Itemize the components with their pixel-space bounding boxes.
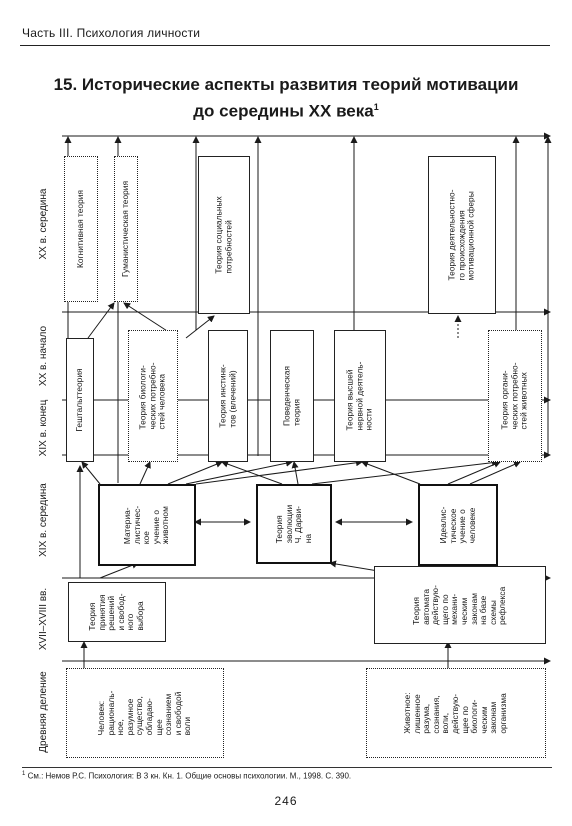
box-automaton-theory: Теория автомата действую- щего по механи… — [374, 566, 546, 644]
flow-arrow — [221, 460, 283, 485]
era-label-19-century-middle: XIX в. середина — [38, 483, 49, 557]
flow-arrow — [311, 459, 499, 485]
box-human-rational: Человек: рациональ- ное, разумное сущест… — [66, 668, 224, 758]
era-label-20-century-start: XX в. начало — [38, 325, 49, 387]
flow-arrow — [139, 461, 151, 485]
flow-arrow — [195, 459, 363, 485]
box-materialist-doctrine: Материа- листичес- кое учение о животном — [98, 484, 196, 566]
box-biological-needs-human-theory: Теория биологи- ческих потребно- стей че… — [128, 330, 178, 462]
box-animal-no-reason: Животное: лишенное разума, сознания, вол… — [366, 668, 546, 758]
box-organic-needs-animals-theory: Теория органи- ческих потребно- стей жив… — [488, 330, 542, 462]
box-higher-nervous-activity-theory: Теория высшей нервной деятель- ности — [334, 330, 386, 462]
flow-arrow — [447, 461, 501, 485]
box-social-needs-theory: Теория социальных потребностей — [198, 156, 250, 314]
box-rational-choice-theory: Теория принятия решений и свобод- ного в… — [68, 582, 166, 642]
box-idealist-doctrine: Идеалис- тическое учение о человеке — [418, 484, 498, 566]
box-behaviorist-theory: Поведенческая теория — [270, 330, 314, 462]
box-gestalt-theory: Гештальттеория — [66, 338, 94, 462]
flow-arrow — [291, 461, 299, 485]
footnote-mark: 1 — [22, 771, 26, 777]
era-label-ancient: Древняя деление — [38, 671, 49, 753]
era-label-19-century-end: XIX в. конец — [38, 399, 49, 457]
page-title-line-1: 15. Исторические аспекты развития теорий… — [53, 75, 519, 94]
flow-arrow — [87, 302, 115, 339]
era-label-20-century-middle: XX в. середина — [38, 188, 49, 260]
flow-arrow — [167, 461, 223, 485]
footnote-text: См.: Немов Р.С. Психология: В 3 кн. Кн. … — [27, 771, 352, 781]
page-title-line-2: до середины XX века1 — [193, 101, 379, 121]
page-number: 246 — [274, 794, 298, 808]
box-darwin-evolution-theory: Теория эволюции Ч. Дарви- на — [256, 484, 332, 564]
box-cognitive-theory: Когнитивная теория — [64, 156, 98, 302]
box-instincts-theory: Теория инстинк- тов (влечений) — [208, 330, 248, 462]
flow-arrow — [469, 461, 521, 485]
box-activity-origin-motivation-theory: Теория деятельностно- го происхождения м… — [428, 156, 496, 314]
era-label-17-18-century: XVII–XVIII вв. — [38, 587, 49, 651]
flow-arrow — [185, 459, 293, 485]
box-humanistic-theory: Гуманистическая теория — [114, 156, 138, 302]
flow-arrow — [361, 460, 421, 485]
running-head: Часть III. Психология личности — [22, 26, 201, 40]
title-footnote-mark: 1 — [373, 102, 379, 112]
header-rule — [20, 45, 550, 46]
footnote: 1 См.: Немов Р.С. Психология: В 3 кн. Кн… — [22, 767, 552, 781]
flow-arrow — [185, 315, 215, 339]
flow-arrow — [81, 461, 101, 485]
